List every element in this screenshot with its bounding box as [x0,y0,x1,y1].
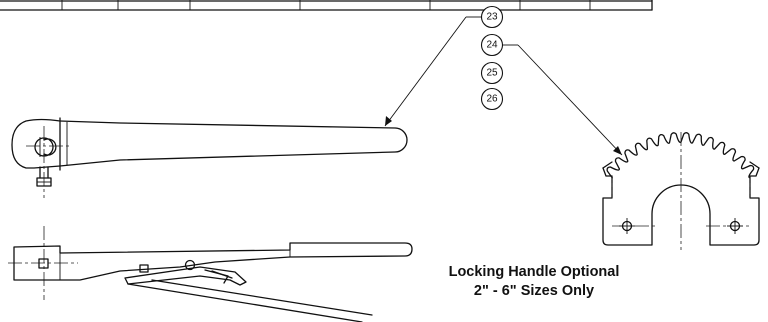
handle-top-view [11,117,408,198]
callout-26-label: 26 [486,94,498,105]
leader-arrow-24 [613,146,622,155]
callout-24-label: 24 [486,40,498,51]
note-line-1: Locking Handle Optional [448,264,620,280]
callout-23-label: 23 [486,12,498,23]
table-border [0,0,653,11]
locking-quadrant [602,132,760,250]
callout-24: 24 [480,33,504,57]
callout-23: 23 [480,5,504,29]
leader-arrow-23 [385,116,392,126]
callout-25: 25 [480,61,504,85]
leader-lines [384,16,623,156]
handle-side-view [8,226,413,322]
callout-25-label: 25 [486,68,498,79]
note-line-2: 2" - 6" Sizes Only [473,283,595,299]
locking-handle-note: Locking Handle Optional 2" - 6" Sizes On… [434,264,634,299]
callout-26: 26 [480,87,504,111]
